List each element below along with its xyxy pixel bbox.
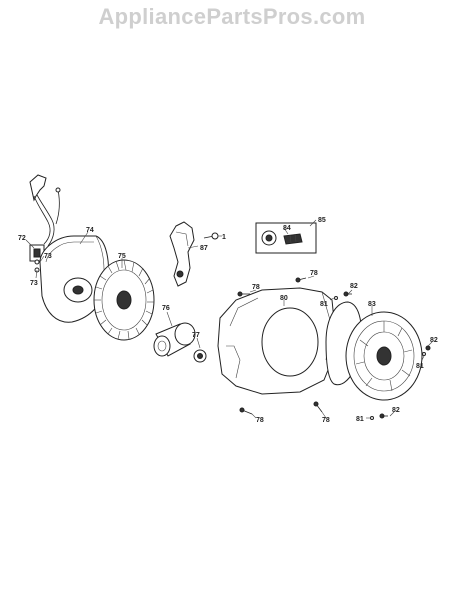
kit-box xyxy=(255,222,317,254)
leader-lines xyxy=(25,219,433,419)
callout-74: 74 xyxy=(86,227,94,234)
stator-plate xyxy=(39,235,109,323)
callout-78-d: 78 xyxy=(322,417,330,424)
screws xyxy=(237,277,431,420)
starter-cup xyxy=(153,322,196,357)
callout-77: 77 xyxy=(192,332,200,339)
callout-83: 83 xyxy=(368,301,376,308)
callout-81-a: 81 xyxy=(320,301,328,308)
callout-84: 84 xyxy=(283,225,291,232)
callout-labels: 74 72 73 73 75 87 1 84 85 76 77 78 78 78… xyxy=(18,217,438,424)
callout-82-a: 82 xyxy=(350,283,358,290)
callout-82-b: 82 xyxy=(430,337,438,344)
callout-76: 76 xyxy=(162,305,170,312)
lever-arm xyxy=(169,221,195,287)
callout-80: 80 xyxy=(280,295,288,302)
callout-81-c: 81 xyxy=(356,416,364,423)
callout-72: 72 xyxy=(18,235,26,242)
rewind-starter xyxy=(325,301,423,401)
blower-housing xyxy=(217,287,335,395)
ignition-lead xyxy=(29,174,61,247)
callout-78-b: 78 xyxy=(310,270,318,277)
callout-78-a: 78 xyxy=(252,284,260,291)
callout-85: 85 xyxy=(318,217,326,224)
flywheel xyxy=(93,259,155,341)
callout-1: 1 xyxy=(222,234,226,241)
callout-78-c: 78 xyxy=(256,417,264,424)
nut xyxy=(193,349,207,363)
bolt xyxy=(203,232,219,240)
callout-87: 87 xyxy=(200,245,208,252)
callout-73-lower: 73 xyxy=(30,280,38,287)
callout-73-upper: 73 xyxy=(44,253,52,260)
callout-81-b: 81 xyxy=(416,363,424,370)
watermark: AppliancePartsPros.com xyxy=(98,4,366,29)
callout-82-c: 82 xyxy=(392,407,400,414)
callout-75: 75 xyxy=(118,253,126,260)
